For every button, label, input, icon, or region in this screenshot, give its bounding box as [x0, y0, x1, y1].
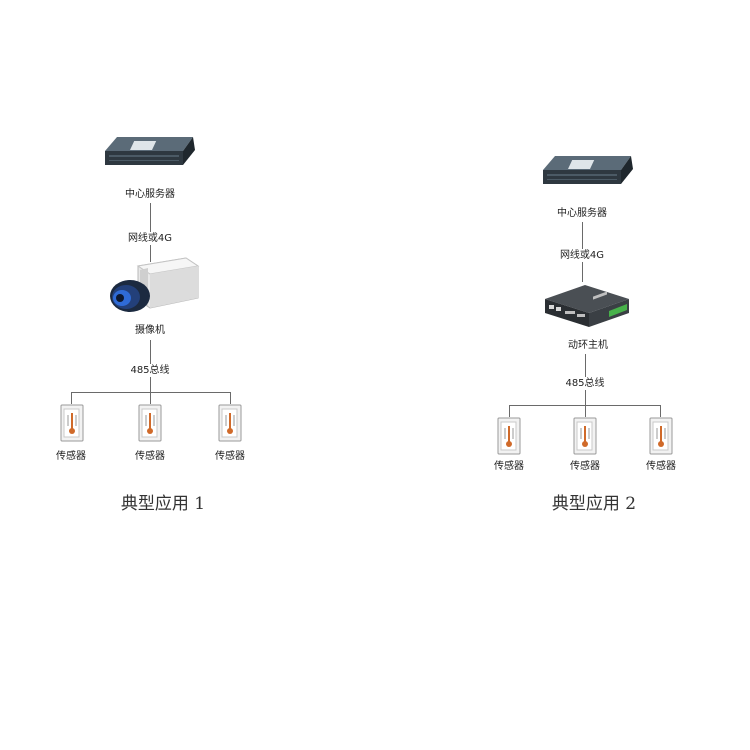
diagram-caption: 典型应用 1: [120, 494, 206, 514]
bus-horizontal-line: [509, 405, 660, 406]
sensor-icon: [60, 404, 84, 442]
bus-drop-line: [660, 405, 661, 417]
sensor-icon: [138, 404, 162, 442]
bus-drop-line: [509, 405, 510, 417]
sensor-icon: [649, 417, 673, 455]
device-label: 摄像机: [134, 324, 166, 337]
sensor-label: 传感器: [569, 460, 601, 473]
sensor-label: 传感器: [134, 450, 166, 463]
camera-icon: [106, 256, 202, 318]
diagram-caption: 典型应用 2: [551, 494, 637, 514]
monitoring-host-icon: [537, 281, 633, 333]
sensor-label: 传感器: [55, 450, 87, 463]
bus-drop-line: [150, 392, 151, 404]
server-label: 中心服务器: [556, 207, 608, 220]
bus-drop-line: [585, 405, 586, 417]
bus-drop-line: [230, 392, 231, 404]
server-rack-icon: [539, 154, 637, 194]
sensor-icon: [497, 417, 521, 455]
bus-label: 485总线: [564, 377, 606, 390]
sensor-label: 传感器: [214, 450, 246, 463]
sensor-label: 传感器: [493, 460, 525, 473]
bus-drop-line: [71, 392, 72, 404]
server-rack-icon: [101, 135, 199, 175]
link-label: 网线或4G: [558, 249, 606, 262]
link-label: 网线或4G: [126, 232, 174, 245]
sensor-icon: [218, 404, 242, 442]
device-label: 动环主机: [567, 339, 609, 352]
bus-horizontal-line: [71, 392, 231, 393]
sensor-label: 传感器: [645, 460, 677, 473]
bus-label: 485总线: [129, 364, 171, 377]
server-label: 中心服务器: [124, 188, 176, 201]
sensor-icon: [573, 417, 597, 455]
